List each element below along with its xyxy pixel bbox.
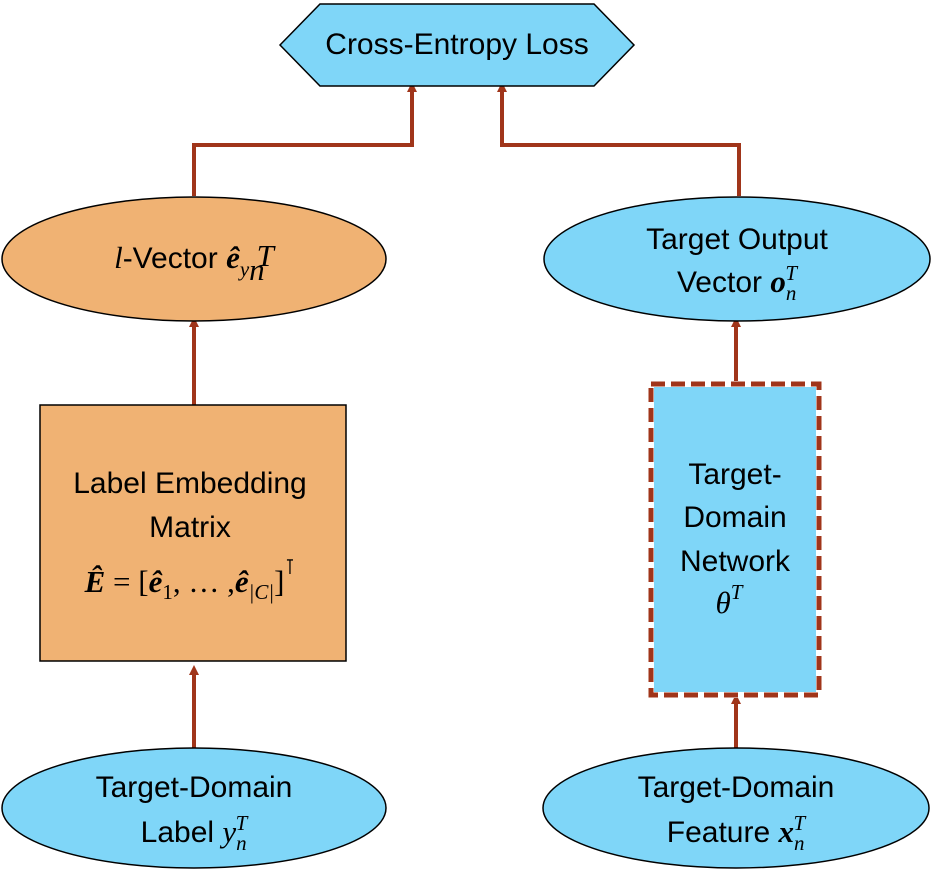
target-feature-line2: Feature xnT bbox=[667, 811, 807, 855]
target-network-line2: Domain bbox=[683, 501, 786, 534]
target-network-rect bbox=[648, 381, 822, 698]
target-feature-line1: Target-Domain bbox=[638, 771, 835, 804]
edges bbox=[189, 82, 741, 748]
target-output-line1: Target Output bbox=[646, 223, 828, 256]
l-vector-ellipse bbox=[1, 196, 387, 322]
label-embedding-line1: Label Embedding bbox=[73, 467, 307, 500]
loss-hexagon bbox=[278, 3, 636, 87]
target-feature-ellipse bbox=[542, 747, 930, 869]
target-network-line1: Target- bbox=[688, 458, 781, 491]
node-target-domain-feature: Target-Domain Feature xnT bbox=[542, 747, 930, 869]
target-label-ellipse bbox=[1, 747, 387, 869]
l-vector-text: -Vector bbox=[123, 242, 218, 275]
edge-target-output-to-loss bbox=[497, 82, 741, 196]
subscript-n: n bbox=[249, 252, 265, 287]
node-label-embedding-matrix: Label Embedding Matrix Ê = [ê1, … ,ê|C|]… bbox=[39, 404, 347, 662]
label-embedding-line2: Matrix bbox=[149, 511, 231, 544]
y-symbol: y bbox=[219, 814, 236, 849]
o-superscript-T: T bbox=[785, 261, 798, 285]
x-subscript-n: n bbox=[794, 831, 805, 855]
subscript-y: y bbox=[238, 257, 250, 281]
label-embedding-formula: Ê = [ê1, … ,ê|C|]⊺ bbox=[84, 555, 296, 604]
target-network-dashed-border bbox=[648, 381, 822, 698]
label-embedding-rect bbox=[39, 404, 347, 662]
loss-label: Cross-Entropy Loss bbox=[325, 28, 588, 61]
e-hat-symbol: ê bbox=[226, 240, 240, 275]
theta-symbol: θ bbox=[716, 585, 731, 620]
theta-superscript-T: T bbox=[731, 580, 744, 604]
y-superscript-T: T bbox=[236, 811, 249, 835]
target-network-theta: θT bbox=[716, 580, 744, 620]
superscript-T: T bbox=[257, 238, 277, 273]
node-target-domain-network: Target- Domain Network θT bbox=[648, 381, 822, 698]
x-superscript-T: T bbox=[794, 811, 807, 835]
target-output-ellipse bbox=[543, 196, 931, 322]
node-l-vector: l-Vector êynT bbox=[1, 196, 387, 322]
l-vector-label: l-Vector êynT bbox=[114, 238, 277, 287]
o-subscript-n: n bbox=[786, 281, 797, 305]
node-cross-entropy-loss: Cross-Entropy Loss bbox=[278, 3, 636, 87]
y-subscript-n: n bbox=[236, 831, 247, 855]
target-output-line2: Vector onT bbox=[677, 261, 798, 305]
target-network-line3: Network bbox=[680, 545, 791, 578]
edge-l-vector-to-loss bbox=[192, 82, 417, 196]
l-symbol: l bbox=[114, 240, 123, 275]
x-symbol: x bbox=[778, 814, 795, 849]
o-symbol: o bbox=[770, 264, 786, 299]
node-target-output-vector: Target Output Vector onT bbox=[543, 196, 931, 322]
target-label-line1: Target-Domain bbox=[96, 771, 293, 804]
node-target-domain-label: Target-Domain Label ynT bbox=[1, 747, 387, 869]
target-label-line2: Label ynT bbox=[141, 811, 249, 855]
